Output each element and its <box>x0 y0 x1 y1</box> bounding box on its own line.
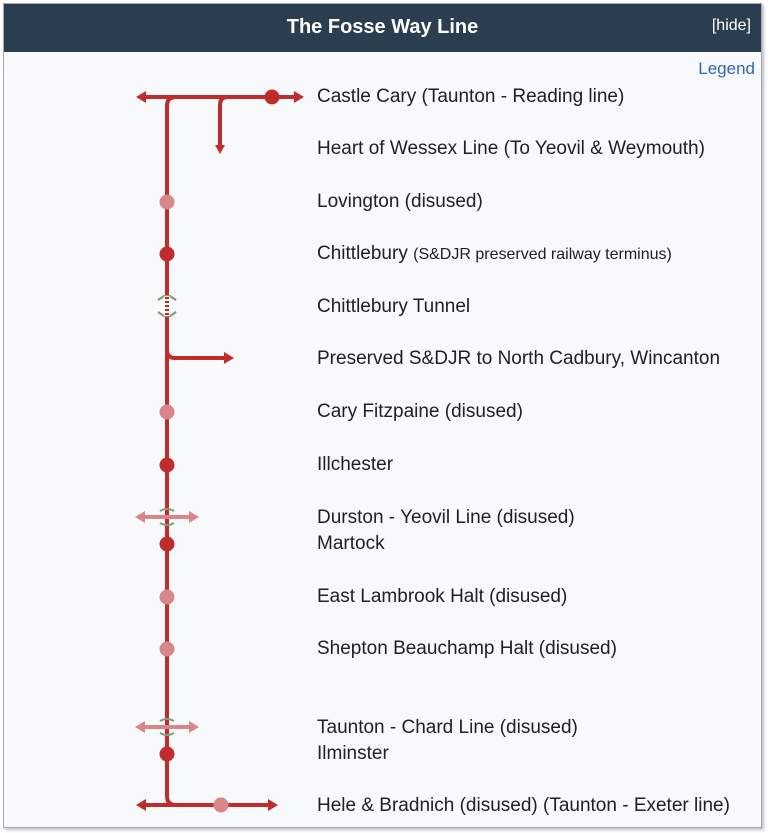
label-chittlebury-tunnel: Chittlebury Tunnel <box>317 296 471 317</box>
label-durston-yeovil: Durston - Yeovil Line (disused) <box>317 507 575 528</box>
arrow-east-top <box>294 91 304 103</box>
label-preserved-sdjr: Preserved S&DJR to North Cadbury, Wincan… <box>317 348 721 369</box>
arrow-west-chard <box>135 721 145 733</box>
label-heart-of-wessex: Heart of Wessex Line (To Yeovil & Weymou… <box>317 138 705 159</box>
route-diagram-box: The Fosse Way Line [hide] Legend <box>3 3 762 828</box>
station-shepton-beauchamp <box>159 641 175 657</box>
label-ilminster: Ilminster <box>317 743 389 764</box>
label-illchester: Illchester <box>317 454 394 475</box>
label-chittlebury-row: Chittlebury (S&DJR preserved railway ter… <box>317 241 672 268</box>
diagram-title: The Fosse Way Line <box>286 16 479 38</box>
label-chittlebury: Chittlebury <box>317 243 408 264</box>
label-shepton-beauchamp: Shepton Beauchamp Halt (disused) <box>317 638 617 659</box>
bridge-mark-durston-top <box>159 508 175 512</box>
arrow-down-wessex <box>215 145 225 154</box>
station-hele-bradnich <box>213 797 229 813</box>
station-castle-cary <box>264 89 280 105</box>
tunnel-icon <box>157 295 177 317</box>
arrow-east-durston <box>189 511 199 523</box>
bridge-mark-chard-top <box>159 718 175 722</box>
label-castle-cary: Castle Cary (Taunton - Reading line) <box>317 86 625 107</box>
station-lovington <box>159 194 175 210</box>
hide-toggle[interactable]: [hide] <box>711 17 751 34</box>
arrow-west-bottom <box>136 799 146 811</box>
label-chittlebury-note: (S&DJR preserved railway terminus) <box>413 246 672 263</box>
label-taunton-chard: Taunton - Chard Line (disused) <box>317 717 578 738</box>
arrow-west-top <box>136 91 146 103</box>
legend-link[interactable]: Legend <box>698 59 755 78</box>
label-lovington: Lovington (disused) <box>317 191 483 212</box>
bridge-mark-durston-bottom <box>159 522 175 526</box>
arrow-east-bottom <box>268 799 278 811</box>
station-illchester <box>159 457 175 473</box>
station-chittlebury <box>159 246 175 262</box>
station-martock <box>159 536 175 552</box>
arrow-east-chard <box>189 721 199 733</box>
heart-of-wessex-branch <box>218 95 229 147</box>
bridge-mark-chard-bottom <box>159 732 175 736</box>
station-east-lambrook <box>159 589 175 605</box>
label-east-lambrook: East Lambrook Halt (disused) <box>317 586 568 607</box>
arrow-west-durston <box>135 511 145 523</box>
station-ilminster <box>159 746 175 762</box>
label-hele-bradnich: Hele & Bradnich (disused) (Taunton - Exe… <box>317 795 730 816</box>
station-cary-fitzpaine <box>159 404 175 420</box>
title-bar: The Fosse Way Line [hide] <box>4 4 761 52</box>
arrow-east-cadbury <box>224 352 234 364</box>
north-cadbury-branch <box>165 349 226 360</box>
label-martock: Martock <box>317 533 385 554</box>
label-cary-fitzpaine: Cary Fitzpaine (disused) <box>317 401 523 422</box>
